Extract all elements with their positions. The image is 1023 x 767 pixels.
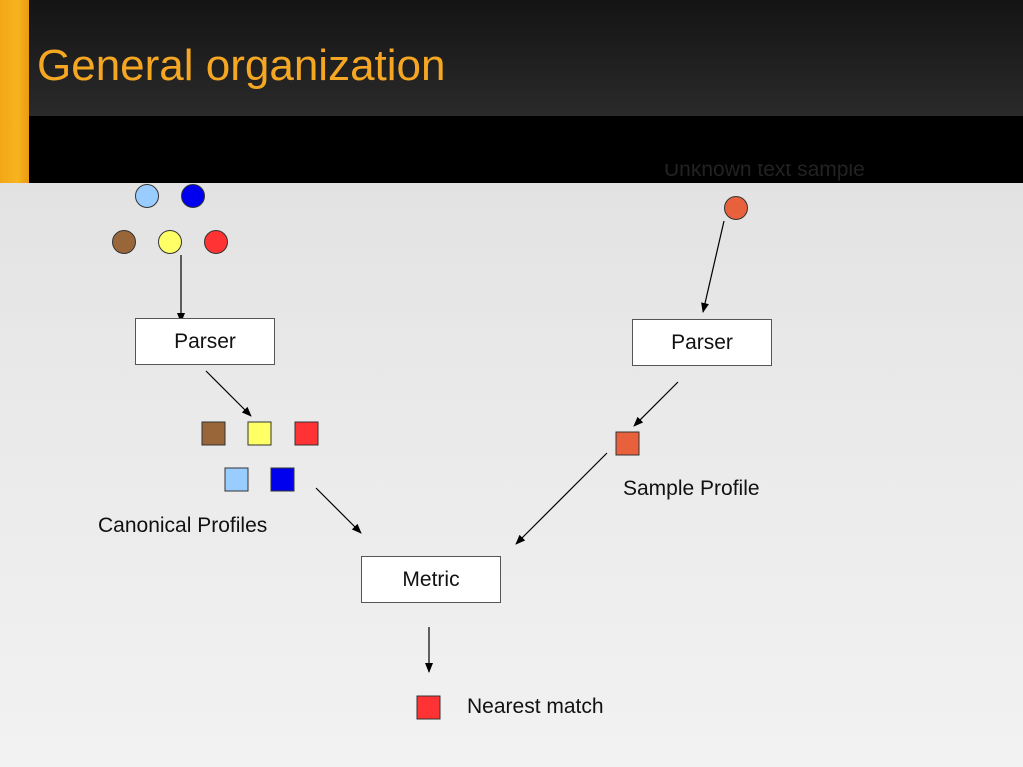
profile-square-brown: [201, 421, 226, 446]
arrow-sample-profile-to-metric: [515, 452, 608, 545]
nearest-match-square: [416, 695, 441, 720]
slide-title: General organization: [37, 41, 446, 90]
title-bar-top: [0, 0, 1023, 116]
unknown-text-sample-label-text: Unknown text sample: [664, 164, 865, 181]
nearest-match-label: Nearest match: [467, 695, 604, 718]
profile-square-light-blue: [224, 467, 249, 492]
sample-profile-label: Sample Profile: [623, 477, 760, 500]
left-parser-label: Parser: [174, 329, 236, 353]
metric-box: Metric: [361, 556, 501, 603]
title-bar: General organization: [0, 0, 1023, 183]
unknown-sample-circle: [724, 196, 748, 220]
sample-circle-red: [204, 230, 228, 254]
title-accent-stripe: [0, 0, 29, 183]
arrow-unknown-to-right-parser: [701, 220, 725, 313]
profile-square-red: [294, 421, 319, 446]
left-parser-box: Parser: [135, 318, 275, 365]
arrow-profiles-to-metric: [315, 487, 362, 534]
canonical-profiles-label: Canonical Profiles: [98, 514, 268, 537]
sample-circle-yellow: [158, 230, 182, 254]
arrow-left-parser-to-profiles: [205, 370, 252, 417]
right-parser-box: Parser: [632, 319, 772, 366]
profile-square-blue: [270, 467, 295, 492]
sample-profile-square: [615, 431, 640, 456]
unknown-text-sample-label: Unknown text sample: [664, 164, 924, 183]
right-parser-label: Parser: [671, 330, 733, 354]
sample-circle-light-blue: [135, 184, 159, 208]
metric-label: Metric: [402, 567, 460, 591]
sample-circle-brown: [112, 230, 136, 254]
profile-square-yellow: [247, 421, 272, 446]
arrow-right-parser-to-sample-profile: [633, 381, 679, 427]
sample-circle-blue: [181, 184, 205, 208]
